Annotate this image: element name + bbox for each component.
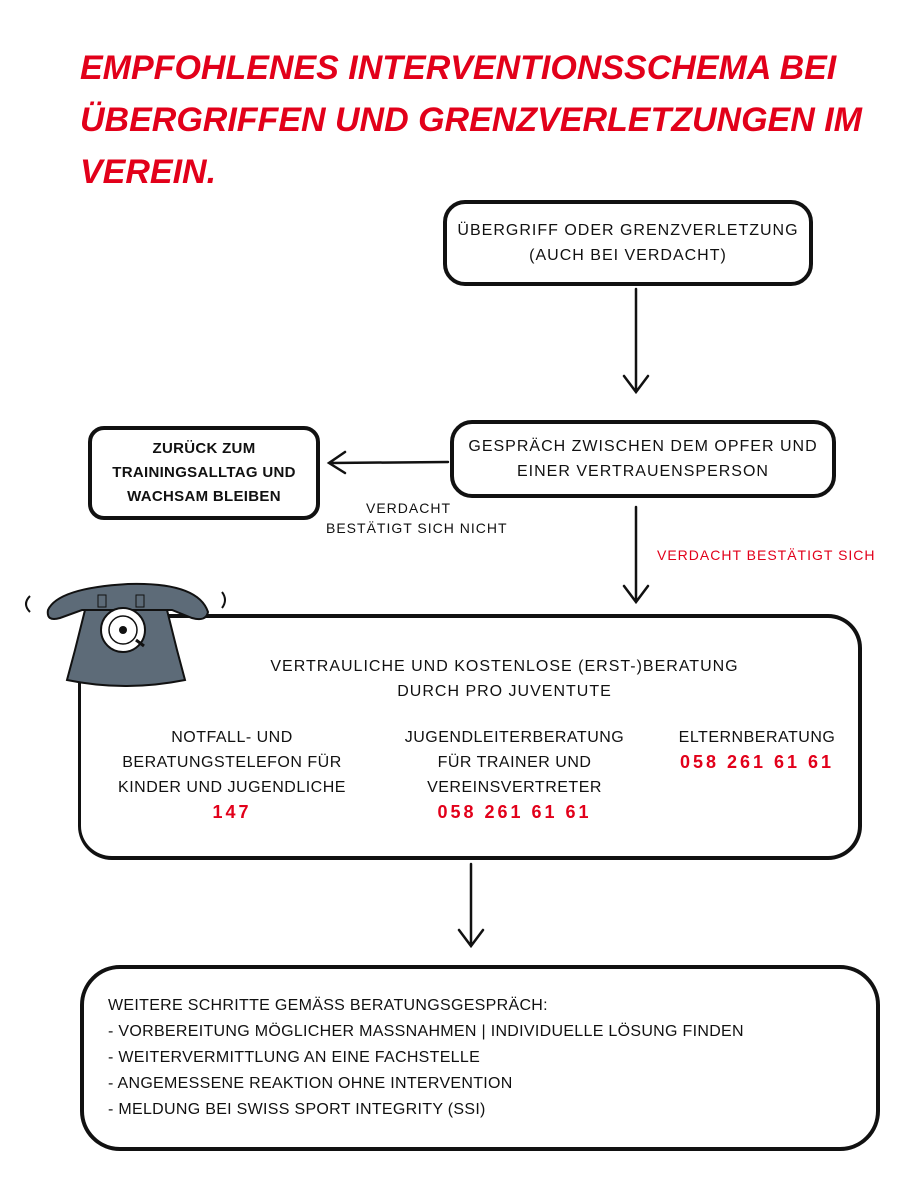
- conversation-line2: einer Vertrauensperson: [517, 463, 769, 480]
- counseling-box: Vertrauliche und kostenlose (Erst-)Berat…: [78, 614, 862, 860]
- not-confirmed-line2: bestätigt sich nicht: [326, 520, 508, 536]
- column-line: Vereinsvertreter: [427, 779, 602, 796]
- next-steps-item: - Meldung bei Swiss Sport Integrity (SSI…: [108, 1101, 486, 1118]
- conversation-line1: Gespräch zwischen dem Opfer und: [468, 438, 818, 455]
- arrow-to-counseling: [622, 505, 650, 605]
- phone-number-leaders[interactable]: 058 261 61 61: [437, 802, 592, 822]
- column-line: Elternberatung: [678, 729, 836, 746]
- incident-line2: (auch bei Verdacht): [529, 247, 727, 264]
- column-line: Notfall- und: [171, 729, 293, 746]
- confirmed-label: Verdacht bestätigt sich: [657, 547, 876, 563]
- counseling-column-kids: Notfall- und Beratungstelefon für Kinder…: [94, 725, 370, 825]
- column-line: für Trainer und: [437, 754, 592, 771]
- not-confirmed-label: Verdacht bestätigt sich nicht: [326, 498, 508, 538]
- back-box: Zurück zum Trainingsalltag und wachsam b…: [88, 426, 320, 520]
- next-steps-item: - Angemessene Reaktion ohne Intervention: [108, 1075, 513, 1092]
- incident-line1: Übergriff oder Grenzverletzung: [457, 222, 799, 239]
- next-steps-item: - Vorbereitung möglicher Massnahmen | in…: [108, 1023, 744, 1040]
- back-line1: Zurück zum: [152, 440, 256, 457]
- phone-number-parents[interactable]: 058 261 61 61: [679, 752, 835, 772]
- back-line3: wachsam bleiben: [127, 488, 281, 505]
- column-line: Jugendleiterberatung: [404, 729, 625, 746]
- next-steps-item: - Weitervermittlung an eine Fachstelle: [108, 1049, 481, 1066]
- phone-icon: [25, 582, 226, 687]
- counseling-column-parents: Elternberatung 058 261 61 61: [662, 725, 852, 775]
- not-confirmed-line1: Verdacht: [366, 500, 452, 516]
- arrow-to-next-steps: [457, 862, 485, 949]
- next-steps-heading: Weitere Schritte gemäss Beratungsgespräc…: [108, 997, 548, 1014]
- page-title: Empfohlenes Interventionsschema bei Über…: [80, 49, 862, 191]
- counseling-column-leaders: Jugendleiterberatung für Trainer und Ver…: [382, 725, 647, 825]
- next-steps-box: Weitere Schritte gemäss Beratungsgespräc…: [80, 965, 880, 1151]
- counseling-heading2: durch Pro Juventute: [397, 683, 612, 700]
- column-line: Beratungstelefon für: [122, 754, 342, 771]
- phone-number-147[interactable]: 147: [212, 802, 252, 822]
- arrow-incident-to-conversation: [622, 287, 650, 395]
- arrow-to-back: [326, 450, 450, 475]
- back-line2: Trainingsalltag und: [112, 464, 296, 481]
- counseling-heading1: Vertrauliche und kostenlose (Erst-)Berat…: [270, 658, 739, 675]
- column-line: Kinder und Jugendliche: [118, 779, 346, 796]
- conversation-box: Gespräch zwischen dem Opfer und einer Ve…: [450, 420, 836, 498]
- incident-box: Übergriff oder Grenzverletzung (auch bei…: [443, 200, 813, 286]
